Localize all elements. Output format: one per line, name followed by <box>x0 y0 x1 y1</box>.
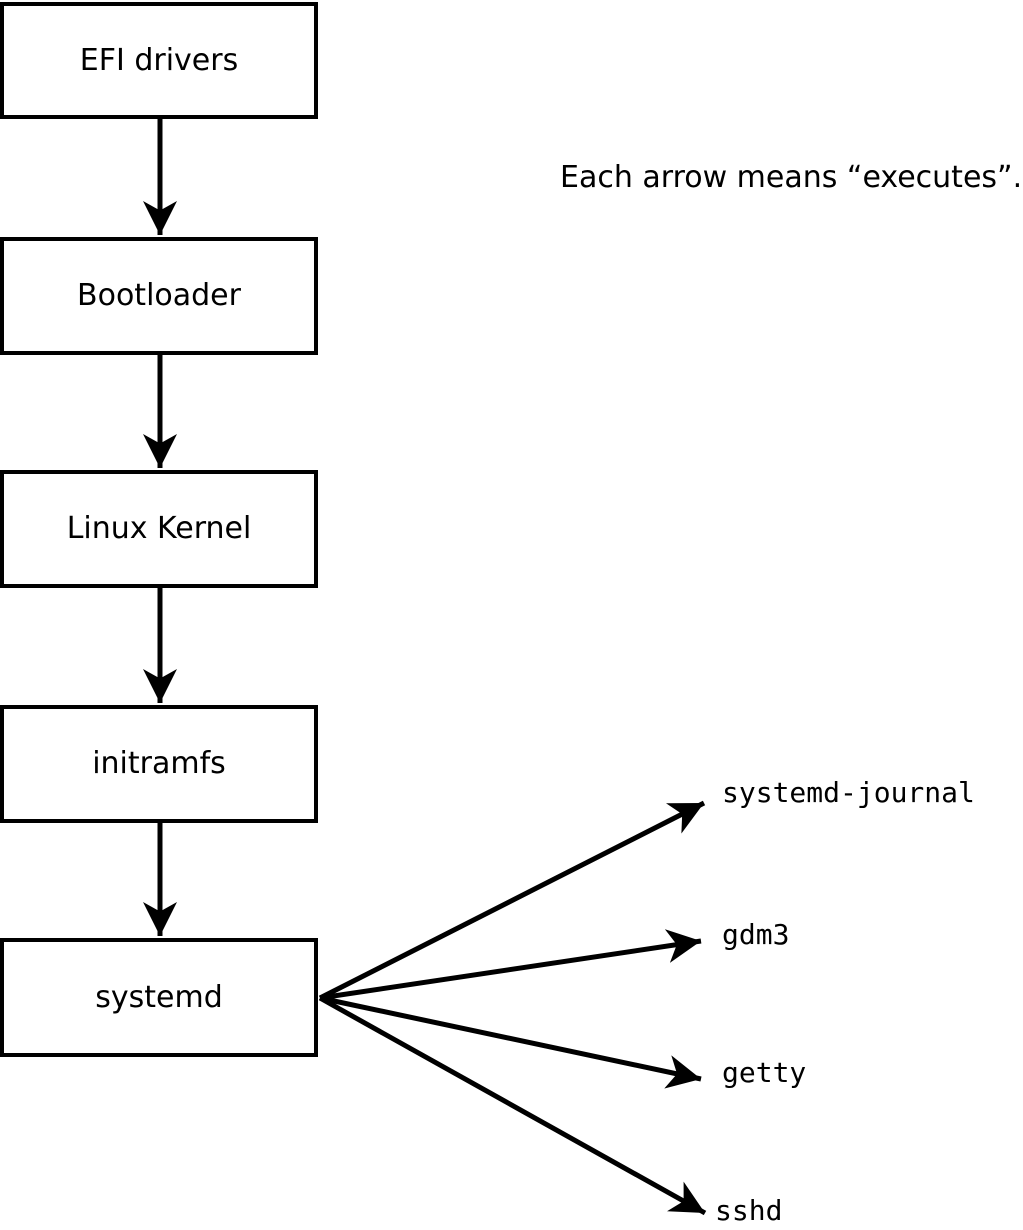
arrow-systemd-to-sshd <box>318 995 707 1216</box>
node-systemd-label: systemd <box>95 979 223 1015</box>
arrow-systemd-to-systemd-journal <box>318 800 706 1001</box>
node-efi-drivers-label: EFI drivers <box>79 42 239 78</box>
service-label-systemd-journal: systemd-journal <box>722 776 975 809</box>
caption-arrow-meaning: Each arrow means “executes”. <box>560 160 1023 195</box>
node-initramfs: initramfs <box>0 705 318 823</box>
node-linux-kernel-label: Linux Kernel <box>66 511 252 546</box>
node-linux-kernel: Linux Kernel <box>0 470 318 588</box>
node-systemd: systemd <box>0 938 318 1057</box>
arrow-systemd-to-gdm3 <box>319 929 702 1001</box>
node-efi-drivers: EFI drivers <box>0 2 318 119</box>
node-initramfs-label: initramfs <box>92 746 226 781</box>
node-bootloader: Bootloader <box>0 237 318 355</box>
node-bootloader-label: Bootloader <box>77 278 241 313</box>
arrow-systemd-to-getty <box>319 995 702 1089</box>
service-label-getty: getty <box>722 1056 807 1089</box>
service-label-sshd: sshd <box>715 1194 783 1227</box>
service-label-gdm3: gdm3 <box>722 918 790 951</box>
